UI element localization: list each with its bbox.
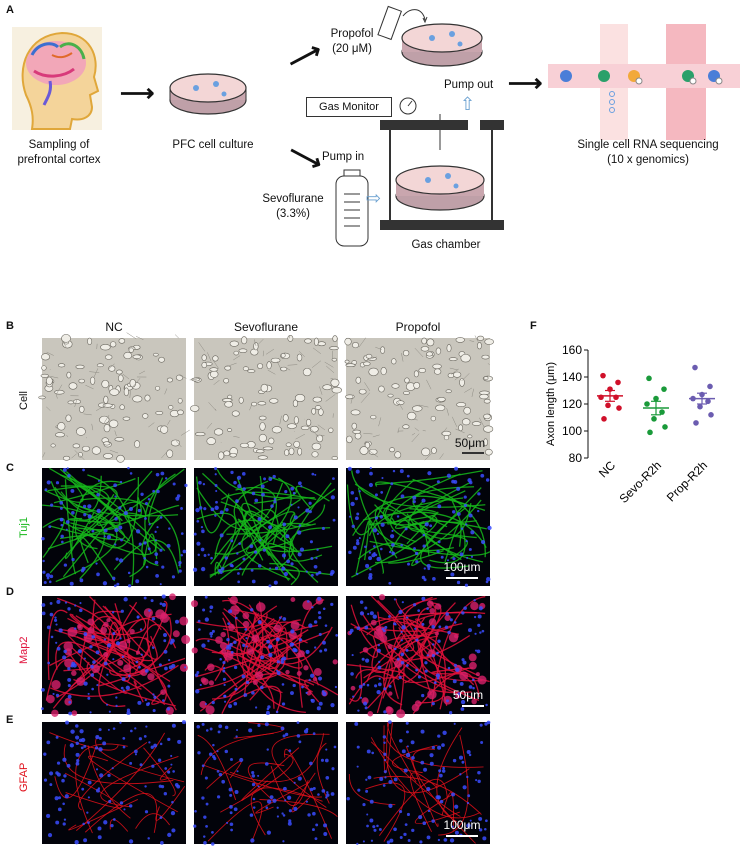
micrograph-cell-nc bbox=[38, 332, 190, 463]
data-point bbox=[693, 420, 699, 426]
data-point bbox=[647, 429, 653, 436]
row-label-map2: Map2 bbox=[18, 636, 30, 664]
row-label-cell: Cell bbox=[18, 391, 30, 410]
column-header-sevoflurane: Sevoflurane bbox=[233, 320, 299, 334]
gas-chamber-label: Gas chamber bbox=[411, 239, 481, 251]
micrograph-map2-propofol bbox=[346, 594, 490, 719]
panel-label-b: B bbox=[6, 320, 14, 332]
culture-label: PFC cell culture bbox=[172, 139, 254, 151]
panel-label-d: D bbox=[6, 586, 14, 598]
micrograph-tuj1-propofol bbox=[346, 466, 492, 587]
data-point bbox=[659, 409, 665, 415]
column-header-nc: NC bbox=[105, 320, 123, 334]
panel-label-f: F bbox=[530, 320, 537, 332]
gauge-icon bbox=[399, 97, 417, 115]
propofol-label: Propofol (20 μM) bbox=[330, 28, 374, 55]
y-tick-label: 100 bbox=[562, 424, 582, 438]
panel-label-a: A bbox=[6, 4, 14, 16]
micrograph-tuj1-nc bbox=[41, 466, 188, 588]
data-point bbox=[616, 405, 622, 411]
data-point bbox=[662, 424, 668, 430]
pipette-icon bbox=[377, 5, 428, 41]
panel-label-e: E bbox=[6, 714, 14, 726]
data-point bbox=[692, 364, 698, 371]
micrograph-map2-nc bbox=[41, 593, 191, 717]
y-tick-label: 160 bbox=[562, 343, 582, 357]
x-tick-label: Prop-R2h bbox=[664, 458, 710, 504]
sampling-label: Sampling of prefrontal cortex bbox=[17, 139, 101, 166]
data-point bbox=[651, 416, 657, 422]
micrograph-gfap-nc bbox=[42, 720, 186, 845]
column-header-propofol: Propofol bbox=[395, 320, 441, 334]
sevoflurane-label: Sevoflurane (3.3%) bbox=[262, 193, 324, 220]
data-point bbox=[661, 386, 667, 392]
arrow-down-right-icon: ⟶ bbox=[283, 137, 327, 178]
scale-bar-b bbox=[462, 452, 484, 454]
data-point bbox=[707, 383, 713, 390]
data-point bbox=[646, 375, 652, 382]
petri-dish-culture bbox=[169, 73, 247, 115]
y-axis-title: Axon length (μm) bbox=[545, 362, 557, 446]
petri-dish-propofol bbox=[401, 23, 483, 67]
y-tick-label: 80 bbox=[569, 451, 583, 465]
row-label-gfap: GFAP bbox=[18, 762, 30, 792]
scale-bar-c bbox=[446, 577, 478, 579]
data-point bbox=[605, 402, 611, 409]
gas-cylinder-icon bbox=[335, 169, 369, 247]
pump-out-arrow-icon: ⇧ bbox=[460, 94, 476, 114]
data-point bbox=[705, 398, 711, 405]
y-tick-label: 140 bbox=[562, 370, 582, 384]
x-tick-label: Sevo-R2h bbox=[616, 458, 664, 506]
micrograph-cell-propofol bbox=[344, 335, 494, 461]
scale-label-b: 50μm bbox=[454, 436, 486, 450]
scrnaseq-label: Single cell RNA sequencing (10 x genomic… bbox=[577, 139, 719, 166]
data-point bbox=[615, 379, 621, 386]
arrow-right-icon: ⟶ bbox=[120, 80, 155, 107]
pump-in-label: Pump in bbox=[322, 151, 365, 163]
gas-chamber-illustration bbox=[380, 114, 504, 230]
micrograph-map2-sevoflurane bbox=[191, 595, 339, 715]
scale-label-e: 100μm bbox=[443, 818, 481, 832]
micrograph-gfap-sevoflurane bbox=[193, 721, 338, 846]
data-point bbox=[601, 416, 607, 422]
scale-bar-e bbox=[446, 835, 478, 837]
microfluidic-chip-illustration bbox=[548, 24, 740, 140]
x-tick-label: NC bbox=[596, 458, 618, 480]
micrograph-tuj1-sevoflurane bbox=[192, 467, 338, 588]
data-point bbox=[644, 401, 650, 407]
brain-head-illustration bbox=[12, 27, 102, 130]
data-point bbox=[600, 372, 606, 379]
row-label-tuj1: Tuj1 bbox=[18, 517, 30, 538]
scale-label-d: 50μm bbox=[452, 688, 484, 702]
data-point bbox=[653, 395, 659, 402]
scale-bar-d bbox=[462, 705, 484, 707]
panel-label-c: C bbox=[6, 462, 14, 474]
scale-label-c: 100μm bbox=[443, 560, 481, 574]
gas-monitor-box: Gas Monitor bbox=[306, 97, 392, 117]
data-point bbox=[708, 412, 714, 418]
pump-out-label: Pump out bbox=[444, 79, 494, 91]
arrow-right-icon-2: ⟶ bbox=[508, 70, 543, 97]
micrograph-gfap-propofol bbox=[346, 720, 491, 845]
pump-in-arrow-icon: ⇨ bbox=[366, 188, 382, 208]
micrograph-cell-sevoflurane bbox=[189, 335, 342, 460]
y-tick-label: 120 bbox=[562, 397, 582, 411]
data-point bbox=[697, 403, 703, 410]
